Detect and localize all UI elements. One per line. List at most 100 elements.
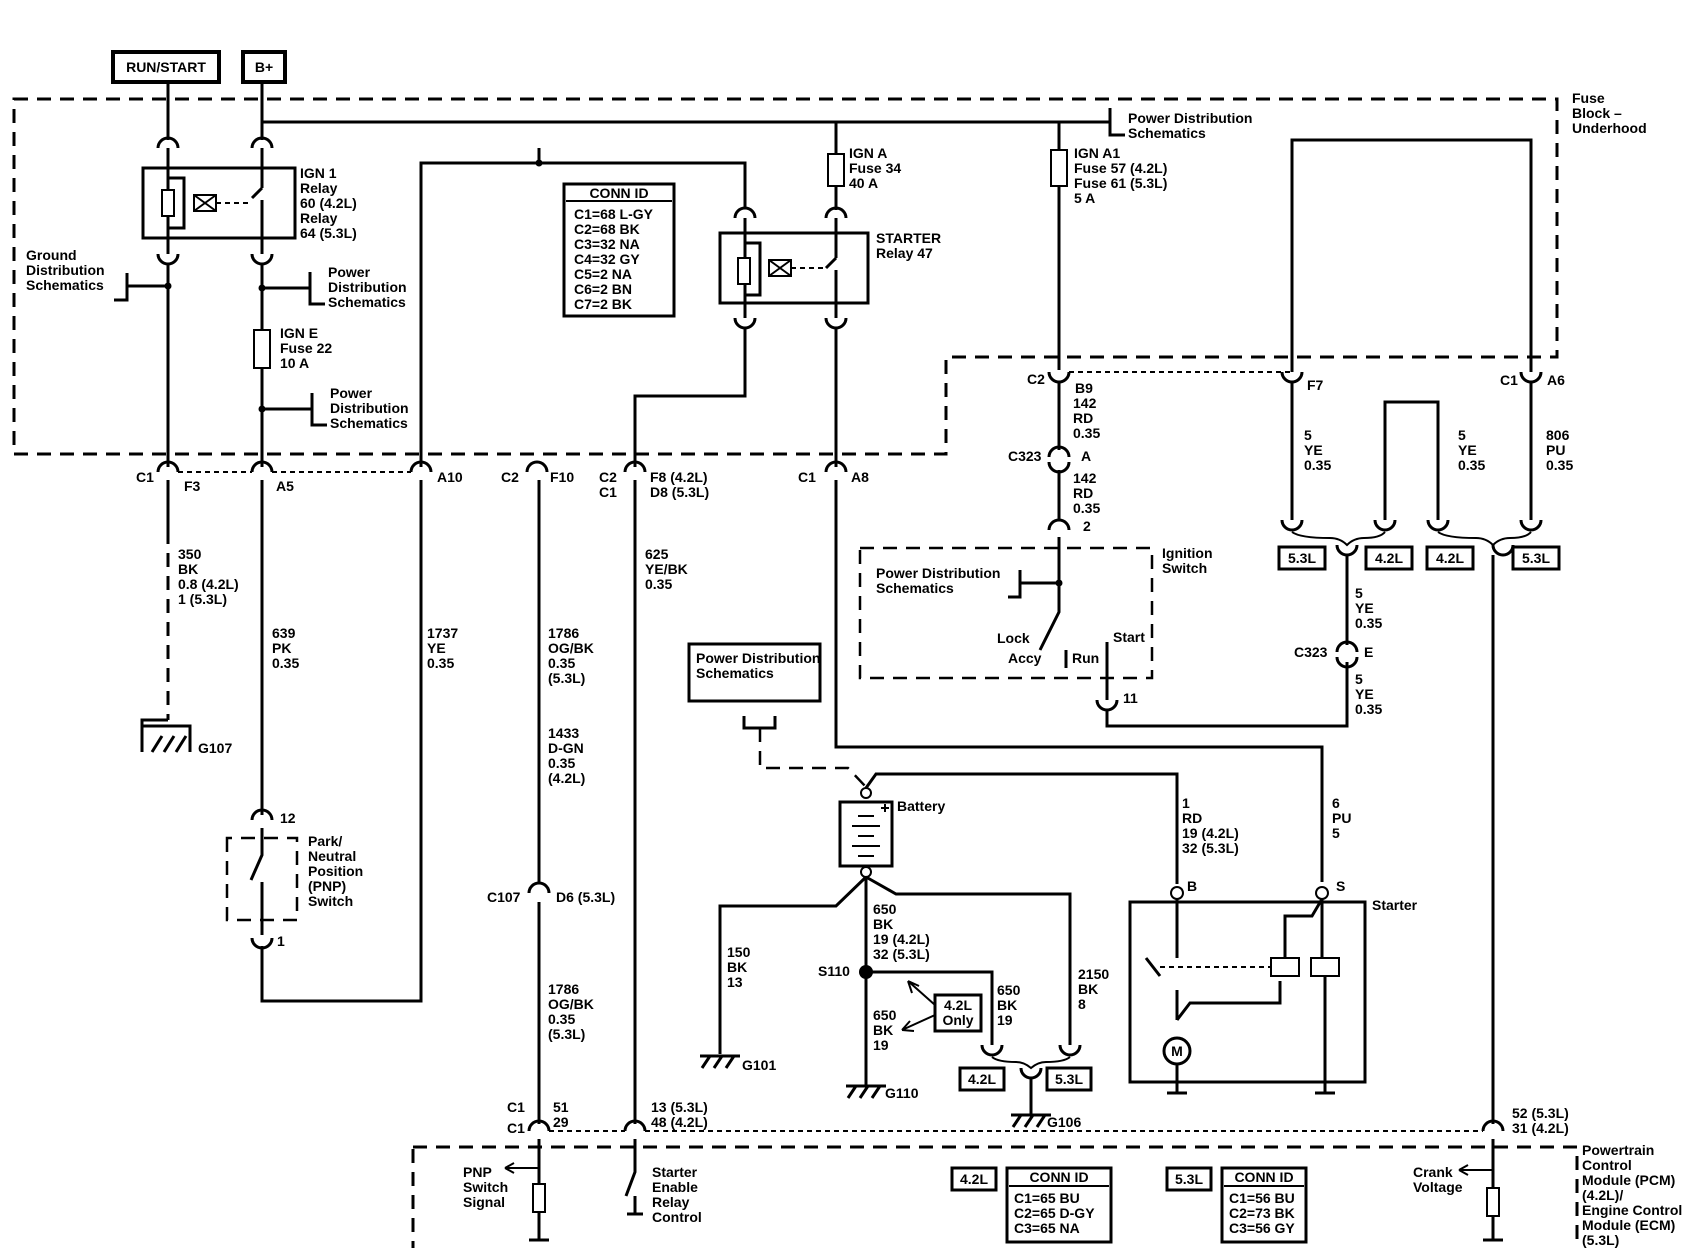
svg-text:YE: YE bbox=[1355, 600, 1374, 616]
svg-text:YE: YE bbox=[1355, 686, 1374, 702]
svg-text:5: 5 bbox=[1332, 825, 1340, 841]
svg-text:350: 350 bbox=[178, 546, 202, 562]
svg-text:(5.3L): (5.3L) bbox=[1582, 1232, 1619, 1248]
ign-e-fuse-label: IGN E Fuse 22 10 A bbox=[280, 325, 332, 371]
svg-text:5.3L: 5.3L bbox=[1175, 1171, 1203, 1187]
svg-text:C4=32 GY: C4=32 GY bbox=[574, 251, 640, 267]
svg-text:Voltage: Voltage bbox=[1413, 1179, 1463, 1195]
svg-text:0.35: 0.35 bbox=[427, 655, 454, 671]
pcm-pin-52-label: 52 (5.3L) 31 (4.2L) bbox=[1512, 1105, 1569, 1136]
svg-text:D6 (5.3L): D6 (5.3L) bbox=[556, 889, 615, 905]
svg-text:13: 13 bbox=[727, 974, 743, 990]
power-dist-label-1: Power Distribution Schematics bbox=[328, 264, 407, 310]
svg-text:0.35: 0.35 bbox=[645, 576, 672, 592]
pcm-pin-13-label: 13 (5.3L) 48 (4.2L) bbox=[651, 1099, 708, 1130]
svg-text:Fuse 34: Fuse 34 bbox=[849, 160, 901, 176]
tag-53b bbox=[1511, 545, 1561, 571]
svg-text:Park/: Park/ bbox=[308, 833, 342, 849]
svg-text:C2=68 BK: C2=68 BK bbox=[574, 221, 640, 237]
power-dist-bracket-2 bbox=[262, 393, 327, 427]
svg-text:RD: RD bbox=[1073, 485, 1093, 501]
svg-text:19: 19 bbox=[997, 1012, 1013, 1028]
svg-text:YE: YE bbox=[1304, 442, 1323, 458]
wire-a10-top-bus bbox=[419, 148, 747, 467]
svg-text:Power: Power bbox=[330, 385, 373, 401]
battery-dashed-link bbox=[758, 728, 867, 788]
svg-text:60 (4.2L): 60 (4.2L) bbox=[300, 195, 357, 211]
ign-a-fuse-label: IGN A Fuse 34 40 A bbox=[849, 145, 901, 191]
svg-text:0.35: 0.35 bbox=[1458, 457, 1485, 473]
conn-id-53-table: CONN ID C1=56 BU C2=73 BK C3=56 GY bbox=[1220, 1166, 1308, 1244]
svg-text:0.35: 0.35 bbox=[548, 1011, 575, 1027]
ignition-switch bbox=[858, 537, 1154, 712]
svg-text:BK: BK bbox=[1078, 981, 1098, 997]
ign-a1-fuse bbox=[1050, 149, 1068, 187]
tag-53c bbox=[1045, 1066, 1093, 1092]
svg-text:19 (4.2L): 19 (4.2L) bbox=[873, 931, 930, 947]
wire-650b bbox=[866, 970, 994, 1045]
starter-label: Starter bbox=[1372, 897, 1418, 913]
wire-5-ye-c-label: 5 YE 0.35 bbox=[1355, 585, 1382, 631]
fuse-block-outline bbox=[12, 97, 1559, 456]
only-42-tag: 4.2L Only bbox=[901, 980, 983, 1033]
ign-a-fuse bbox=[827, 153, 845, 187]
wire-2150 bbox=[865, 875, 1072, 1045]
svg-text:Distribution: Distribution bbox=[330, 400, 409, 416]
svg-text:639: 639 bbox=[272, 625, 296, 641]
motor-label: M bbox=[1171, 1043, 1183, 1059]
pnp-switch-label: Park/ Neutral Position (PNP) Switch bbox=[308, 833, 363, 909]
svg-text:64 (5.3L): 64 (5.3L) bbox=[300, 225, 357, 241]
pin-c1-a8-label: C1 A8 bbox=[798, 469, 869, 485]
svg-text:Fuse 57 (4.2L): Fuse 57 (4.2L) bbox=[1074, 160, 1167, 176]
svg-text:Position: Position bbox=[308, 863, 363, 879]
svg-text:YE: YE bbox=[427, 640, 446, 656]
svg-text:150: 150 bbox=[727, 944, 751, 960]
svg-text:48 (4.2L): 48 (4.2L) bbox=[651, 1114, 708, 1130]
svg-text:Engine Control: Engine Control bbox=[1582, 1202, 1682, 1218]
ground-g110 bbox=[846, 1084, 886, 1099]
svg-text:Relay: Relay bbox=[652, 1194, 690, 1210]
svg-text:1737: 1737 bbox=[427, 625, 458, 641]
svg-text:PK: PK bbox=[272, 640, 291, 656]
svg-text:5: 5 bbox=[1355, 671, 1363, 687]
svg-text:5: 5 bbox=[1355, 585, 1363, 601]
starter-relay-label: STARTER Relay 47 bbox=[876, 230, 941, 261]
svg-text:C1=65 BU: C1=65 BU bbox=[1014, 1190, 1080, 1206]
connector-row-fuse-block bbox=[156, 460, 848, 473]
svg-text:142: 142 bbox=[1073, 470, 1097, 486]
svg-text:52 (5.3L): 52 (5.3L) bbox=[1512, 1105, 1569, 1121]
bplus-terminal-label: B+ bbox=[255, 59, 273, 75]
pin-c2-b9-label: C2 B9 bbox=[1027, 371, 1093, 396]
c107-label: C107 D6 (5.3L) bbox=[487, 889, 615, 905]
svg-text:Fuse 22: Fuse 22 bbox=[280, 340, 332, 356]
wire-f7-a6-loop bbox=[1290, 138, 1533, 372]
wire-1737-label: 1737 YE 0.35 bbox=[427, 625, 458, 671]
conn-id-53-tag bbox=[1165, 1166, 1213, 1192]
crank-voltage-circuit bbox=[1458, 1139, 1503, 1242]
svg-text:0.35: 0.35 bbox=[1546, 457, 1573, 473]
svg-text:C3=32 NA: C3=32 NA bbox=[574, 236, 640, 252]
svg-text:Control: Control bbox=[1582, 1157, 1632, 1173]
svg-text:Block –: Block – bbox=[1572, 105, 1622, 121]
svg-text:0.35: 0.35 bbox=[548, 755, 575, 771]
power-dist-bracket-battery bbox=[742, 716, 777, 730]
svg-text:1786: 1786 bbox=[548, 625, 579, 641]
svg-text:Distribution: Distribution bbox=[328, 279, 407, 295]
starter-b-label: B bbox=[1187, 878, 1197, 894]
svg-text:D-GN: D-GN bbox=[548, 740, 584, 756]
svg-text:29: 29 bbox=[553, 1114, 569, 1130]
svg-text:1: 1 bbox=[1182, 795, 1190, 811]
pcm-pin-51-label: 51 29 bbox=[553, 1099, 569, 1130]
svg-text:Schematics: Schematics bbox=[876, 580, 954, 596]
svg-text:F10: F10 bbox=[550, 469, 574, 485]
svg-text:F8 (4.2L): F8 (4.2L) bbox=[650, 469, 708, 485]
pin-c1-a6-label: C1 A6 bbox=[1500, 372, 1565, 388]
svg-text:Switch: Switch bbox=[308, 893, 353, 909]
svg-text:Fuse 61 (5.3L): Fuse 61 (5.3L) bbox=[1074, 175, 1167, 191]
wire-650b-label: 650 BK 19 bbox=[997, 982, 1021, 1028]
c323-e-label: C323 E bbox=[1294, 644, 1373, 660]
wire-6-pu-label: 6 PU 5 bbox=[1332, 795, 1351, 841]
svg-text:Ignition: Ignition bbox=[1162, 545, 1213, 561]
c323-a-connector bbox=[1047, 445, 1071, 474]
wire-806-label: 806 PU 0.35 bbox=[1546, 427, 1573, 473]
